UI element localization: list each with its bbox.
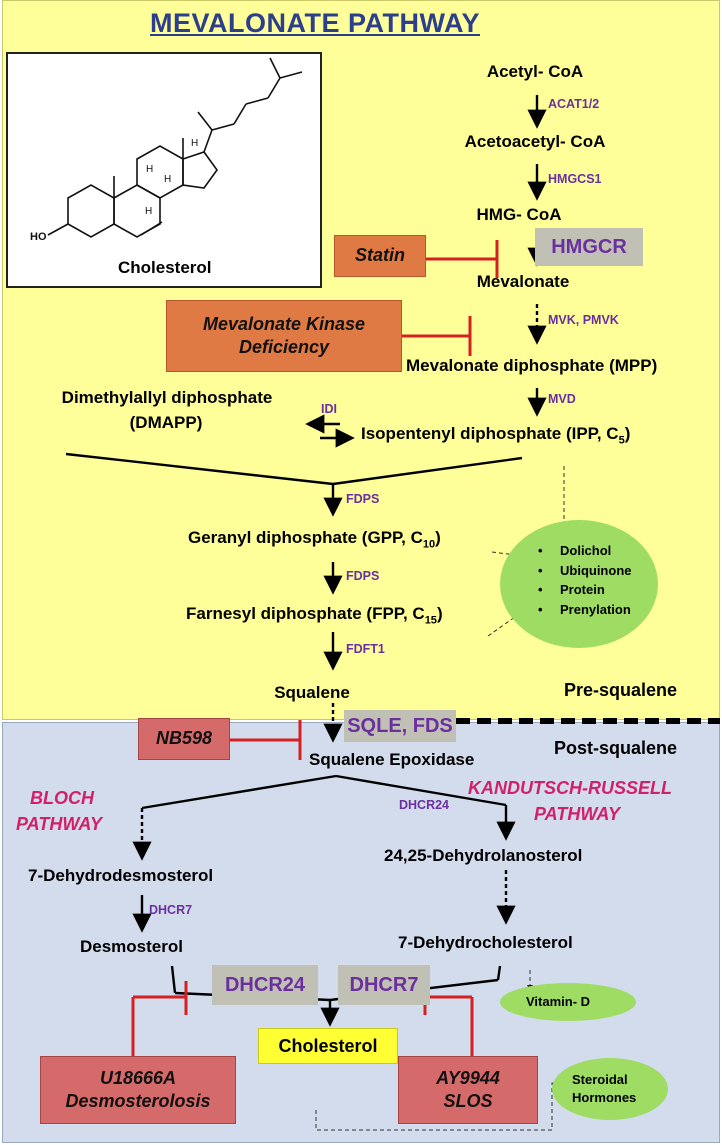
- enzyme-fdft1: FDFT1: [346, 642, 385, 656]
- steroidal-hormones-line2: Hormones: [572, 1090, 637, 1105]
- svg-text:H: H: [164, 174, 171, 185]
- svg-text:H: H: [145, 206, 152, 217]
- metabolite-dmapp-line1: Dimethylallyl diphosphate: [61, 388, 273, 407]
- fpp-subscript: 15: [424, 614, 437, 627]
- svg-text:H: H: [146, 164, 153, 175]
- nb598-box: NB598: [138, 718, 230, 760]
- metabolite-acetyl-coa: Acetyl- CoA: [486, 62, 584, 81]
- enzyme-dhcr7-box: DHCR7: [338, 965, 430, 1005]
- metabolite-hmg-coa: HMG- CoA: [476, 205, 562, 224]
- enzyme-dhcr24: DHCR24: [224, 973, 306, 996]
- gpp-subscript: 10: [422, 538, 436, 551]
- metabolite-mpp: Mevalonate diphosphate (MPP): [406, 356, 658, 375]
- u18666a-label-line1: U18666A: [99, 1067, 177, 1088]
- metabolite-fpp: Farnesyl diphosphate (FPP, C15): [186, 604, 443, 626]
- metabolite-7-dehydrocholesterol: 7-Dehydrocholesterol: [398, 933, 573, 952]
- metabolite-squalene-epoxidase: Squalene Epoxidase: [309, 750, 475, 769]
- enzyme-mvk-pmvk: MVK, PMVK: [548, 313, 619, 327]
- cholesterol-product-box: Cholesterol: [258, 1028, 398, 1064]
- fpp-text: Farnesyl diphosphate (FPP, C: [186, 604, 425, 623]
- product-item: Protein: [538, 582, 632, 598]
- product-item: Prenylation: [538, 602, 632, 618]
- enzyme-idi: IDI: [321, 402, 337, 416]
- mkd-label-line2: Deficiency: [238, 337, 330, 357]
- bloch-pathway-label-line2: PATHWAY: [16, 814, 102, 834]
- cholesterol-structure-label: Cholesterol: [118, 258, 212, 277]
- gpp-close: ): [435, 528, 441, 547]
- enzyme-fdps-1: FDPS: [346, 492, 380, 506]
- u18666a-box: U18666A Desmosterolosis: [40, 1056, 236, 1124]
- kr-pathway-label-line1: KANDUTSCH-RUSSELL: [468, 778, 672, 798]
- kr-pathway-label-line2: PATHWAY: [534, 804, 620, 824]
- u18666a-label-line2: Desmosterolosis: [65, 1091, 211, 1111]
- enzyme-acat: ACAT1/2: [548, 97, 600, 111]
- vitamin-d-ellipse: [500, 983, 636, 1021]
- bloch-pathway-label-line1: BLOCH: [30, 788, 94, 808]
- enzyme-dhcr7: DHCR7: [349, 973, 419, 996]
- cholesterol-structure-box: H H H H HO Cholesterol: [6, 52, 322, 288]
- ipp-close: ): [624, 424, 631, 443]
- post-squalene-label: Post-squalene: [554, 738, 678, 758]
- mevalonate-kinase-deficiency-box: Mevalonate Kinase Deficiency: [166, 300, 402, 372]
- diagram-title: MEVALONATE PATHWAY: [149, 8, 481, 38]
- ipp-text: Isopentenyl diphosphate (IPP, C: [361, 424, 619, 443]
- ay9944-label-line1: AY9944: [436, 1067, 500, 1088]
- statin-label: Statin: [354, 245, 405, 266]
- cholesterol-product-label: Cholesterol: [278, 1035, 378, 1056]
- enzyme-dhcr7-small: DHCR7: [149, 903, 193, 917]
- enzyme-sqle: SQLE, FDS: [347, 714, 453, 737]
- enzyme-dhcr24-small: DHCR24: [399, 798, 450, 812]
- product-item: Dolichol: [538, 543, 632, 559]
- enzyme-hmgcr: HMGCR: [551, 235, 627, 258]
- fpp-close: ): [436, 604, 443, 623]
- products-list: Dolichol Ubiquinone Protein Prenylation: [538, 543, 632, 621]
- ay9944-box: AY9944 SLOS: [398, 1056, 538, 1124]
- metabolite-ipp: Isopentenyl diphosphate (IPP, C5): [361, 424, 630, 446]
- metabolite-desmosterol: Desmosterol: [80, 937, 183, 956]
- cholesterol-structure-image: H H H H HO: [30, 57, 303, 243]
- ipp-subscript: 5: [618, 434, 625, 447]
- enzyme-hmgcs1: HMGCS1: [548, 172, 602, 186]
- enzyme-dhcr24-box: DHCR24: [212, 965, 318, 1005]
- nb598-label: NB598: [155, 728, 213, 749]
- metabolite-gpp: Geranyl diphosphate (GPP, C10): [188, 528, 441, 550]
- mkd-label-line1: Mevalonate Kinase: [202, 313, 366, 334]
- enzyme-hmgcr-box: HMGCR: [535, 228, 643, 266]
- vitamin-d-label: Vitamin- D: [526, 994, 591, 1009]
- ay9944-label-line2: SLOS: [443, 1091, 493, 1111]
- metabolite-7-dehydrodesmosterol: 7-Dehydrodesmosterol: [28, 866, 214, 885]
- svg-text:H: H: [191, 138, 198, 149]
- metabolite-squalene: Squalene: [274, 683, 350, 702]
- enzyme-sqle-box: SQLE, FDS: [344, 710, 456, 742]
- pre-squalene-label: Pre-squalene: [564, 680, 678, 700]
- gpp-text: Geranyl diphosphate (GPP, C: [188, 528, 423, 547]
- enzyme-mvd: MVD: [548, 392, 576, 406]
- steroidal-hormones-line1: Steroidal: [572, 1072, 628, 1087]
- metabolite-dmapp-line2: (DMAPP): [129, 413, 203, 432]
- metabolite-24-25-dehydrolanosterol: 24,25-Dehydrolanosterol: [384, 846, 583, 865]
- hydroxyl-label: HO: [30, 231, 47, 243]
- statin-box: Statin: [334, 235, 426, 277]
- metabolite-acetoacetyl-coa: Acetoacetyl- CoA: [464, 132, 606, 151]
- steroidal-hormones-ellipse: [552, 1058, 668, 1120]
- enzyme-fdps-2: FDPS: [346, 569, 380, 583]
- metabolite-mevalonate: Mevalonate: [476, 272, 570, 291]
- product-item: Ubiquinone: [538, 563, 632, 579]
